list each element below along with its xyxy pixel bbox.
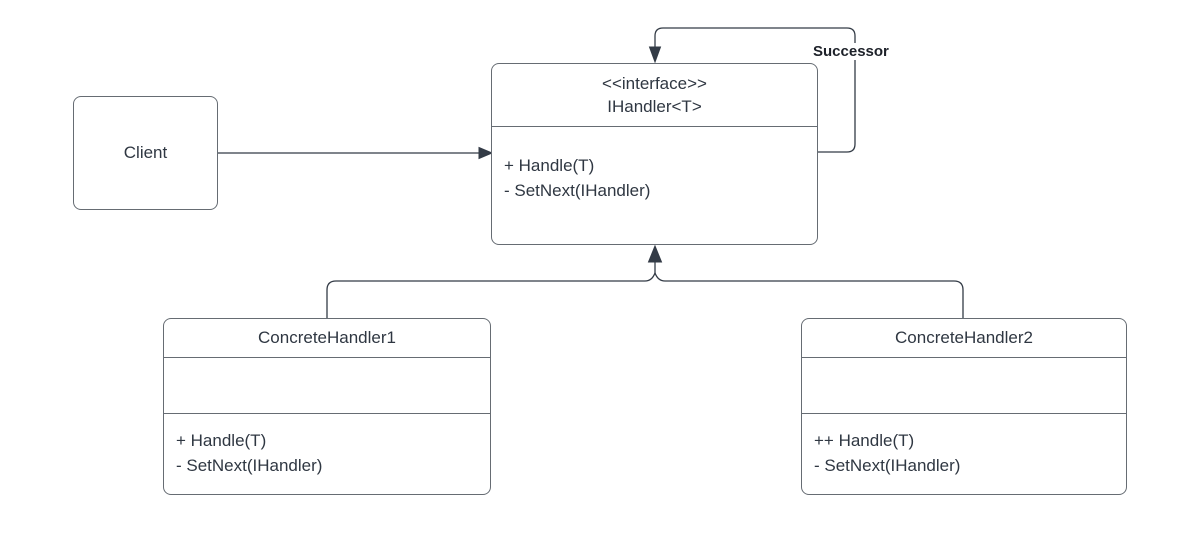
concrete-handler-1-node: ConcreteHandler1 + Handle(T) - SetNext(I… <box>163 318 491 495</box>
ihandler-interface-node: <<interface>> IHandler<T> + Handle(T) - … <box>491 63 818 245</box>
concrete-handler-1-title: ConcreteHandler1 <box>164 319 490 358</box>
client-node: Client <box>73 96 218 210</box>
client-to-ihandler-arrow <box>218 146 494 160</box>
ihandler-header: <<interface>> IHandler<T> <box>492 64 817 127</box>
successor-self-loop-arrow <box>648 27 856 153</box>
concrete-handler-1-method: - SetNext(IHandler) <box>176 456 323 475</box>
ihandler-method: + Handle(T) <box>504 156 595 175</box>
concrete-handler-1-methods-section: + Handle(T) - SetNext(IHandler) <box>164 414 490 478</box>
handlers-to-ihandler-arrow <box>326 244 964 318</box>
concrete-handler-2-node: ConcreteHandler2 ++ Handle(T) - SetNext(… <box>801 318 1127 495</box>
concrete-handler-2-method: - SetNext(IHandler) <box>814 456 961 475</box>
ihandler-stereotype: <<interface>> <box>602 74 707 93</box>
ihandler-name: IHandler<T> <box>607 97 702 116</box>
client-label: Client <box>123 143 168 162</box>
concrete-handler-2-title: ConcreteHandler2 <box>802 319 1126 358</box>
ihandler-methods-section: + Handle(T) - SetNext(IHandler) <box>492 127 817 203</box>
concrete-handler-1-attributes-section <box>164 358 490 414</box>
concrete-handler-2-attributes-section <box>802 358 1126 414</box>
concrete-handler-1-method: + Handle(T) <box>176 431 267 450</box>
concrete-handler-2-method: ++ Handle(T) <box>814 431 915 450</box>
concrete-handler-2-methods-section: ++ Handle(T) - SetNext(IHandler) <box>802 414 1126 478</box>
successor-edge-label: Successor <box>810 43 892 60</box>
ihandler-method: - SetNext(IHandler) <box>504 181 651 200</box>
